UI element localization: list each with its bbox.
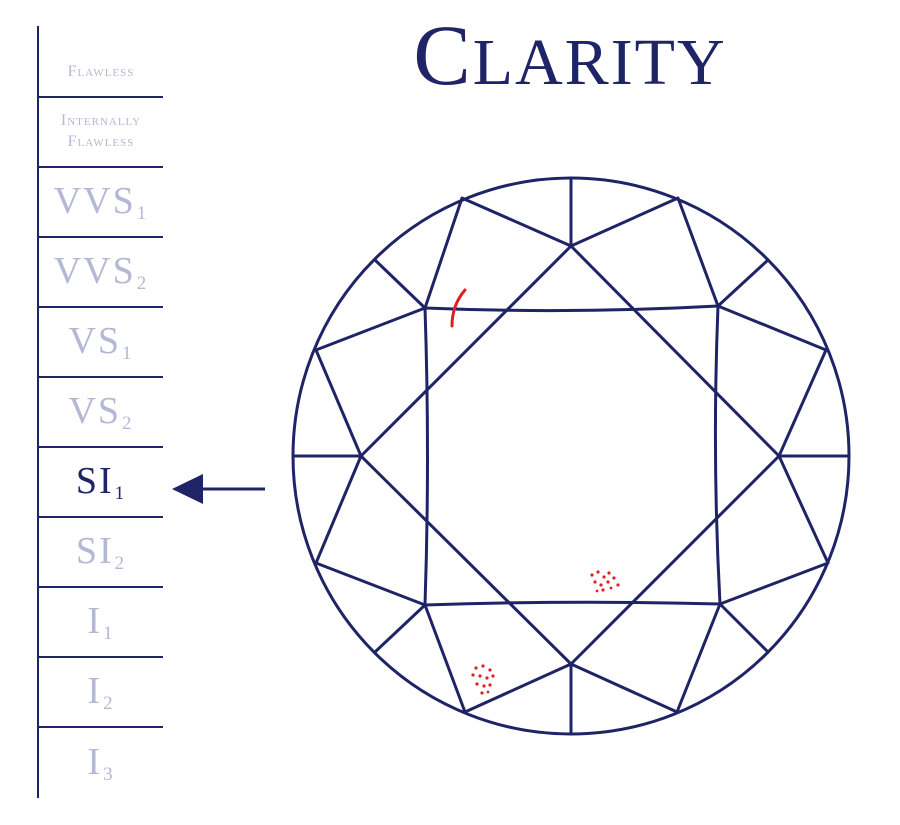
feather-inclusion <box>450 288 467 328</box>
grade-subscript: 3 <box>103 764 115 785</box>
clarity-scale: Flawless Internally Flawless VVS1 VVS2 V… <box>37 26 163 798</box>
grade-subscript: 1 <box>114 483 127 504</box>
grade-label: I <box>87 741 103 783</box>
grade-subscript: 2 <box>136 273 149 294</box>
inclusions <box>450 288 620 695</box>
grade-label: I <box>87 600 103 642</box>
page-title: CLARITY <box>380 12 760 98</box>
grade-label: Internally Flawless <box>60 112 142 150</box>
grade-label: Flawless <box>67 62 135 80</box>
pinpoint-cluster <box>590 570 620 593</box>
grade-vvs2: VVS2 <box>39 238 163 308</box>
grade-i2: I2 <box>39 658 163 728</box>
title-first-letter: C <box>413 7 473 103</box>
grade-label: SI <box>75 530 114 572</box>
grade-flawless: Flawless <box>39 26 163 98</box>
grade-si1: SI1 <box>39 448 163 518</box>
grade-subscript: 2 <box>122 413 134 434</box>
grade-label: VS <box>68 390 122 432</box>
grade-label: VS <box>68 320 122 362</box>
grade-subscript: 1 <box>136 203 149 224</box>
grade-subscript: 1 <box>103 623 115 644</box>
grade-internally-flawless: Internally Flawless <box>39 98 163 168</box>
pinpoint-cluster <box>471 664 495 695</box>
grade-vs1: VS1 <box>39 308 163 378</box>
grade-i1: I1 <box>39 588 163 658</box>
grade-subscript: 1 <box>122 343 134 364</box>
grade-si2: SI2 <box>39 518 163 588</box>
left-arrow-icon <box>172 474 265 504</box>
scale-axis-line <box>37 26 39 798</box>
grade-label: VVS <box>53 180 136 222</box>
grade-label: I <box>87 670 103 712</box>
grade-vs2: VS2 <box>39 378 163 448</box>
grade-vvs1: VVS1 <box>39 168 163 238</box>
grade-i3: I3 <box>39 728 163 798</box>
grade-subscript: 2 <box>114 553 127 574</box>
grade-label: SI <box>75 460 114 502</box>
grade-label: VVS <box>53 250 136 292</box>
grade-subscript: 2 <box>103 693 115 714</box>
title-rest: LARITY <box>472 26 727 99</box>
round-brilliant-diamond-icon <box>291 176 851 736</box>
